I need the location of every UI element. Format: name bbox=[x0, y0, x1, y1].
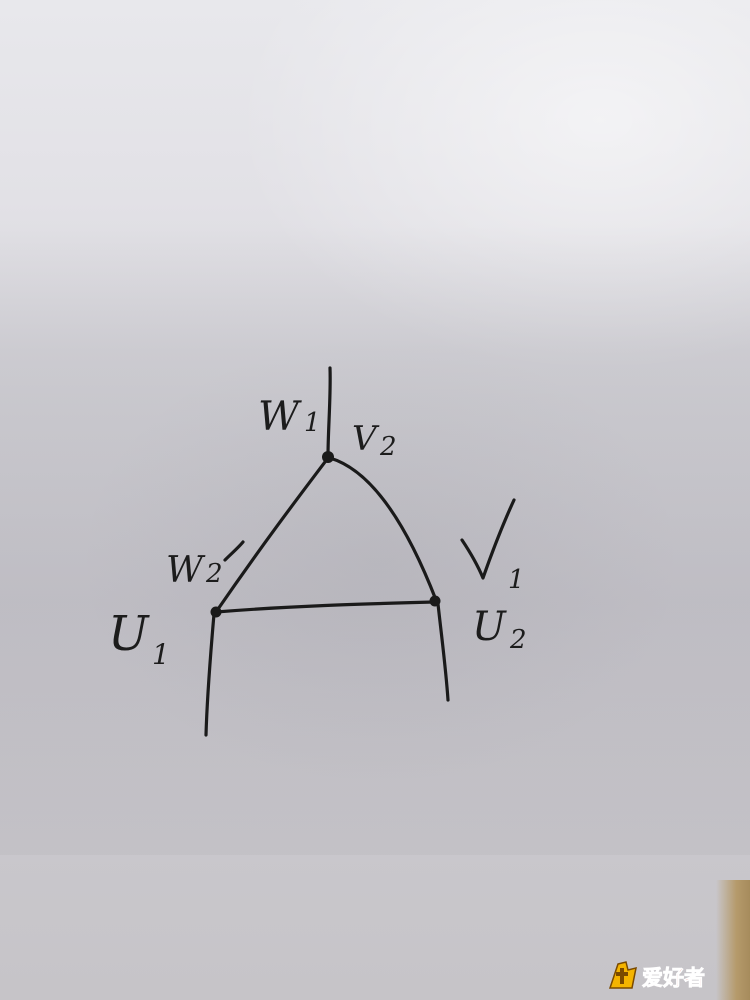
svg-text:W: W bbox=[166, 550, 206, 591]
svg-text:1: 1 bbox=[304, 408, 321, 438]
svg-text:2: 2 bbox=[205, 559, 223, 589]
svg-text:2: 2 bbox=[379, 432, 397, 462]
svg-text:1: 1 bbox=[508, 565, 525, 595]
bottom-triangle-side bbox=[214, 600, 436, 614]
svg-text:V: V bbox=[456, 548, 481, 583]
svg-text:V: V bbox=[352, 419, 380, 459]
left-junction-dot bbox=[210, 606, 222, 618]
label-u2: U 2 bbox=[472, 604, 527, 655]
right-junction-dot bbox=[429, 595, 441, 607]
watermark-text: 爱好者 bbox=[642, 966, 705, 990]
top-junction-dot bbox=[322, 451, 334, 463]
label-w1: W 1 bbox=[258, 394, 321, 440]
w2-tick-mark bbox=[223, 540, 245, 562]
svg-text:U: U bbox=[108, 606, 150, 662]
label-u1: U 1 bbox=[108, 606, 170, 671]
label-w2: W 2 bbox=[166, 550, 223, 591]
desk-edge bbox=[716, 880, 750, 1000]
label-v1: V 1 bbox=[456, 548, 525, 595]
svg-text:U: U bbox=[472, 604, 507, 650]
v1-check-stroke bbox=[460, 498, 516, 580]
left-triangle-side bbox=[214, 456, 330, 614]
label-v2: V 2 bbox=[352, 419, 397, 462]
right-lead-wire bbox=[436, 602, 450, 702]
left-lead-wire bbox=[204, 612, 216, 737]
svg-text:1: 1 bbox=[152, 638, 170, 671]
watermark-emblem-icon bbox=[608, 961, 637, 989]
svg-text:2: 2 bbox=[509, 625, 527, 655]
svg-text:W: W bbox=[258, 394, 302, 440]
top-lead-wire bbox=[326, 366, 332, 458]
site-watermark-logo: 爱好者 bbox=[608, 961, 705, 990]
right-triangle-side bbox=[328, 456, 438, 602]
